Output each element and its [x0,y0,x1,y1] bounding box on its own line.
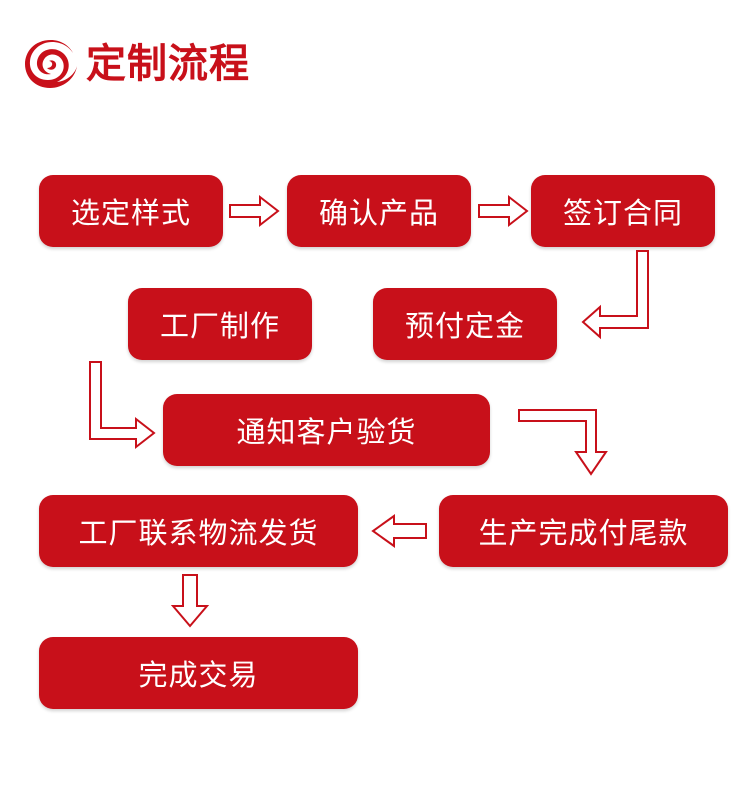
step-logistics-shipping: 工厂联系物流发货 [39,495,358,567]
step-confirm-product: 确认产品 [287,175,471,247]
step-sign-contract: 签订合同 [531,175,715,247]
elbow-down-left-arrow-icon [581,250,649,340]
arrow-right-icon [229,194,280,228]
swirl-logo-icon [25,40,77,88]
step-pay-deposit: 预付定金 [373,288,557,360]
step-notify-inspection: 通知客户验货 [163,394,490,466]
arrow-right-icon [478,194,529,228]
step-complete-deal: 完成交易 [39,637,358,709]
header: 定制流程 [22,36,250,92]
page-title: 定制流程 [86,41,250,87]
elbow-right-down-arrow-icon [518,409,608,476]
step-factory-production: 工厂制作 [128,288,312,360]
step-select-style: 选定样式 [39,175,223,247]
elbow-down-right-arrow-icon [89,361,156,450]
arrow-left-icon [371,514,427,548]
arrow-down-icon [170,574,210,628]
step-final-payment: 生产完成付尾款 [439,495,728,567]
